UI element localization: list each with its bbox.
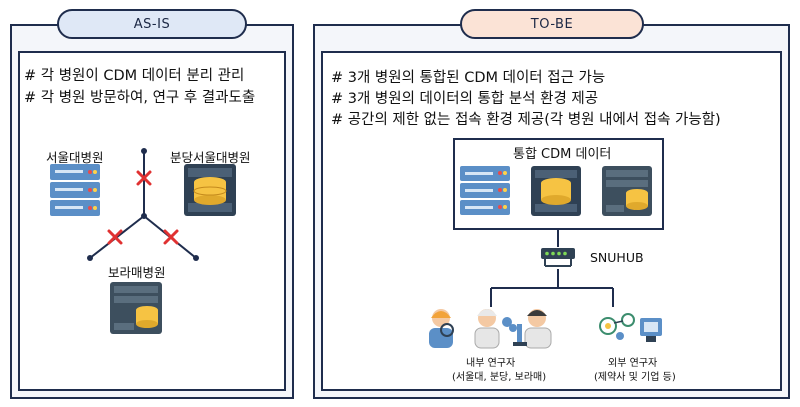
- database-server-icon-integrated-right: [602, 166, 652, 216]
- to-be-bullet-3: # 공간의 제한 없는 접속 환경 제공(각 병원 내에서 접속 가능함): [331, 112, 721, 128]
- external-researchers-title: 외부 연구자: [608, 358, 658, 369]
- blocked-x-icon-top: [136, 170, 152, 186]
- database-server-icon-boramae: [110, 282, 162, 334]
- integrated-cdm-label: 통합 CDM 데이터: [513, 147, 612, 162]
- database-server-icon-bundang: [184, 164, 236, 216]
- as-is-bullet-2: # 각 병원 방문하여, 연구 후 결과도출: [24, 90, 256, 106]
- as-is-title: AS-IS: [57, 9, 247, 39]
- server-icon-integrated: [460, 166, 510, 215]
- hospital-label-boramae: 보라매병원: [108, 265, 166, 280]
- to-be-connector-lines: [490, 230, 614, 307]
- blocked-x-icon-left: [107, 229, 123, 245]
- network-hub-icon: [541, 248, 575, 267]
- as-is-inner-box: [18, 51, 286, 391]
- hospital-label-seoul: 서울대병원: [46, 150, 104, 165]
- to-be-bullet-1: # 3개 병원의 통합된 CDM 데이터 접근 가능: [331, 70, 606, 86]
- blocked-x-icon-right: [163, 229, 179, 245]
- internal-researchers-icon: [429, 309, 552, 349]
- to-be-bullet-2: # 3개 병원의 데이터의 통합 분석 환경 제공: [331, 91, 599, 107]
- database-server-icon-integrated-center: [531, 166, 581, 216]
- as-is-network-diagram: [87, 148, 199, 261]
- hospital-label-bundang: 분당서울대병원: [170, 150, 251, 165]
- to-be-title: TO-BE: [460, 9, 644, 39]
- internal-researchers-sub: (서울대, 분당, 보라매): [452, 372, 547, 383]
- external-researchers-sub: (제약사 및 기업 등): [594, 372, 676, 383]
- external-researchers-icon: [599, 313, 662, 342]
- as-is-bullet-1: # 각 병원이 CDM 데이터 분리 관리: [24, 68, 245, 84]
- internal-researchers-title: 내부 연구자: [466, 358, 516, 369]
- snuhub-label: SNUHUB: [590, 250, 644, 265]
- server-icon-seoul: [50, 164, 100, 216]
